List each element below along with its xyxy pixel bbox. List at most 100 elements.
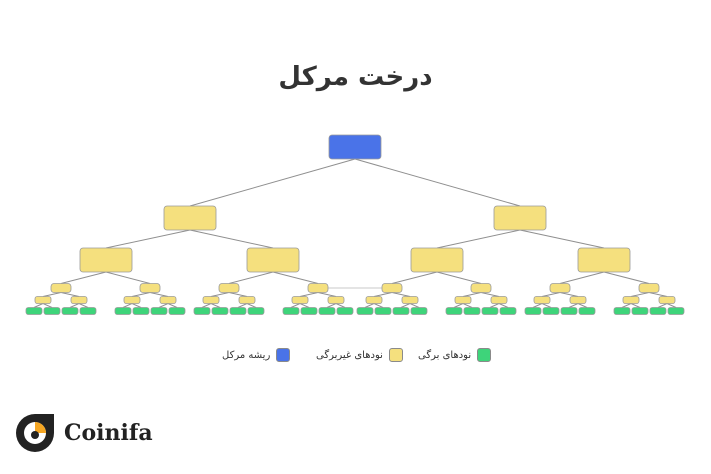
diagram-title: درخت مرکل	[278, 62, 433, 92]
leaf-node	[445, 307, 463, 315]
tree-edge	[541, 303, 552, 308]
leaf-node	[168, 307, 186, 315]
tree-edge	[33, 303, 44, 308]
leaf-node	[61, 307, 79, 315]
internal-node	[410, 247, 464, 273]
tree-edge	[131, 292, 151, 297]
tree-edge	[400, 303, 411, 308]
tree-edge	[391, 292, 411, 297]
internal-node	[163, 205, 217, 231]
tree-edge	[228, 292, 248, 297]
tree-edge	[299, 292, 319, 297]
legend-leaf-swatch	[477, 348, 492, 362]
tree-edge	[246, 303, 257, 308]
legend-leaf-label: نودهای برگی	[418, 349, 472, 361]
tree-edge	[489, 303, 500, 308]
tree-edge	[167, 303, 178, 308]
tree-edge	[69, 303, 80, 308]
legend-leaf: نودهای برگی	[418, 348, 492, 362]
tree-edge	[453, 303, 464, 308]
tree-edge	[158, 303, 169, 308]
leaf-node	[578, 307, 596, 315]
internal-node	[246, 247, 300, 273]
tree-edge	[326, 303, 337, 308]
leaf-node	[43, 307, 61, 315]
tree-edge	[105, 271, 151, 284]
tree-edge	[391, 271, 438, 284]
internal-node	[365, 296, 383, 304]
tree-edge	[436, 271, 482, 284]
internal-node	[549, 283, 571, 293]
tree-edge	[105, 229, 191, 249]
leaf-node	[392, 307, 410, 315]
tree-edge	[299, 303, 310, 308]
leaf-node	[114, 307, 132, 315]
leaf-node	[300, 307, 318, 315]
tree-edge	[237, 303, 248, 308]
tree-edge	[373, 292, 393, 297]
tree-edge	[462, 303, 473, 308]
leaf-node	[336, 307, 354, 315]
leaf-node	[132, 307, 150, 315]
internal-node	[401, 296, 419, 304]
internal-node	[34, 296, 52, 304]
tree-edge	[462, 292, 482, 297]
tree-edge	[210, 303, 221, 308]
leaf-node	[150, 307, 168, 315]
tree-edge	[78, 303, 89, 308]
tree-edge	[201, 303, 212, 308]
tree-edge	[666, 303, 677, 308]
tree-edge	[559, 292, 579, 297]
leaf-node	[613, 307, 631, 315]
leaf-node	[374, 307, 392, 315]
internal-node	[577, 247, 631, 273]
tree-edge	[480, 292, 500, 297]
internal-node	[381, 283, 403, 293]
internal-node	[470, 283, 492, 293]
tree-edge	[541, 292, 561, 297]
legend-root-label: ریشه مرکل	[222, 349, 271, 361]
tree-edge	[354, 158, 521, 207]
internal-node	[79, 247, 133, 273]
leaf-node	[463, 307, 481, 315]
leaf-node	[211, 307, 229, 315]
leaf-node	[282, 307, 300, 315]
tree-edge	[42, 303, 53, 308]
leaf-node	[79, 307, 97, 315]
tree-edge	[648, 292, 668, 297]
leaf-node	[25, 307, 43, 315]
internal-node	[238, 296, 256, 304]
tree-edge	[532, 303, 543, 308]
internal-node	[533, 296, 551, 304]
legend-internal-swatch	[388, 348, 403, 362]
leaf-node	[560, 307, 578, 315]
internal-node	[70, 296, 88, 304]
tree-edge	[364, 303, 375, 308]
tree-edge	[621, 303, 632, 308]
tree-edge	[603, 271, 650, 284]
legend-root-swatch	[276, 348, 291, 362]
tree-edge	[373, 303, 384, 308]
tree-edge	[657, 303, 668, 308]
root-node	[328, 134, 382, 160]
leaf-node	[649, 307, 667, 315]
coinifa-logo-icon	[16, 414, 54, 452]
internal-node	[490, 296, 508, 304]
tree-edge	[409, 303, 420, 308]
internal-node	[454, 296, 472, 304]
tree-edge	[559, 271, 605, 284]
tree-edge	[630, 292, 650, 297]
brand-name: Coinifa	[64, 420, 153, 446]
tree-edge	[210, 292, 230, 297]
tree-edge	[630, 303, 641, 308]
internal-node	[139, 283, 161, 293]
leaf-node	[524, 307, 542, 315]
leaf-node	[667, 307, 685, 315]
legend-internal-label: نودهای غیربرگی	[316, 349, 383, 361]
tree-edge	[131, 303, 142, 308]
leaf-node	[229, 307, 247, 315]
internal-node	[123, 296, 141, 304]
legend-internal: نودهای غیربرگی	[316, 348, 403, 362]
internal-node	[493, 205, 547, 231]
